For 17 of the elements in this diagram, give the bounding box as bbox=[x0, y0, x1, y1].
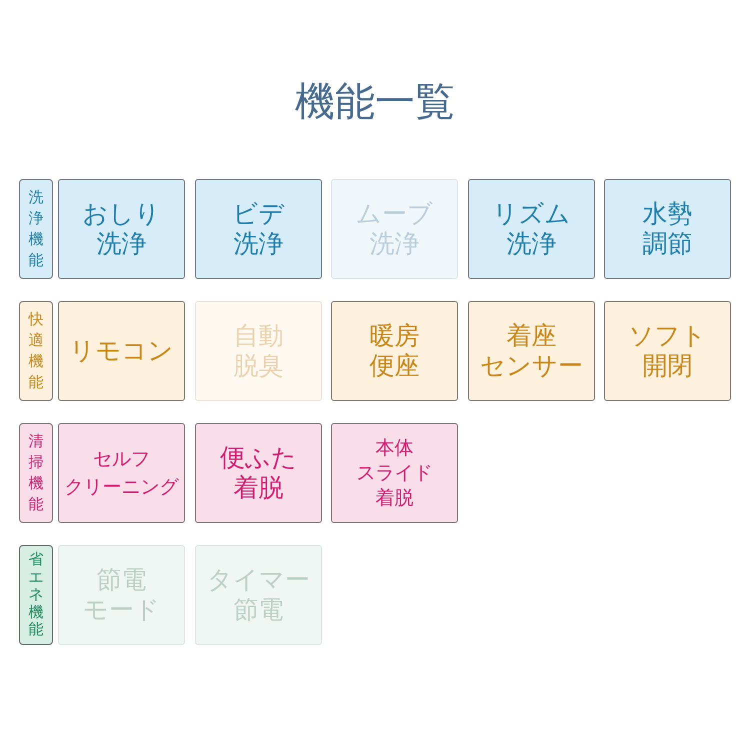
category-tag: 洗浄機能 bbox=[19, 179, 53, 279]
feature-box: ビデ洗浄 bbox=[195, 179, 322, 279]
feature-box: 水勢調節 bbox=[604, 179, 731, 279]
category-tag: 快適機能 bbox=[19, 301, 53, 401]
feature-box: 着座センサー bbox=[468, 301, 595, 401]
feature-box: 暖房便座 bbox=[331, 301, 458, 401]
feature-box: 自動脱臭 bbox=[195, 301, 322, 401]
category-tag: 省エネ機能 bbox=[19, 545, 53, 645]
feature-box: おしり洗浄 bbox=[58, 179, 185, 279]
feature-box: リズム洗浄 bbox=[468, 179, 595, 279]
feature-box: セルフクリーニング bbox=[58, 423, 185, 523]
feature-box: 便ふた着脱 bbox=[195, 423, 322, 523]
feature-box: ソフト開閉 bbox=[604, 301, 731, 401]
category-tag: 清掃機能 bbox=[19, 423, 53, 523]
title: 機能一覧 bbox=[295, 78, 455, 126]
feature-box: リモコン bbox=[58, 301, 185, 401]
feature-box: 本体スライド着脱 bbox=[331, 423, 458, 523]
